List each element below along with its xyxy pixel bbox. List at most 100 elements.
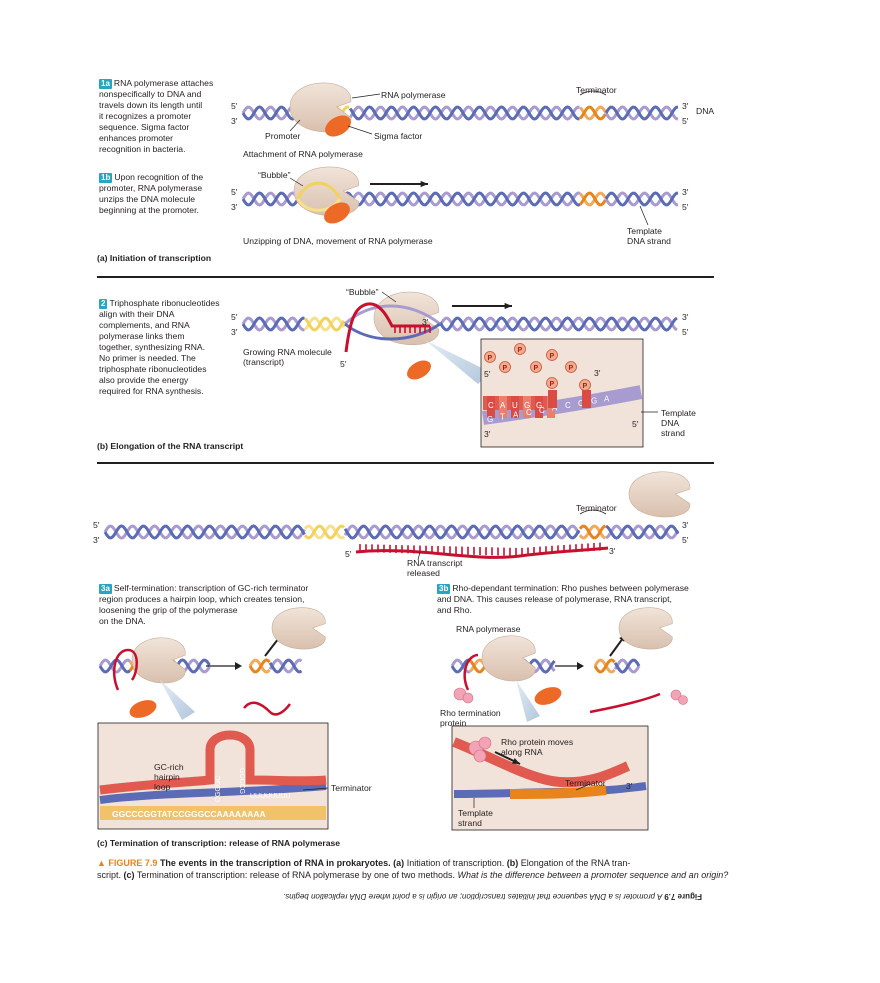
template-line: Template: [661, 408, 696, 418]
strand-back: [268, 658, 303, 674]
helix-1a-5prime: 5′: [231, 101, 238, 111]
rna-base-letter: C: [488, 401, 494, 410]
sigma-factor-label: Sigma factor: [374, 131, 423, 141]
incoming-nucleotide: [548, 390, 557, 408]
step-1b-line: Upon recognition of the: [114, 172, 204, 182]
rho-protein-3b: [462, 692, 474, 704]
figure-marker: ▲ FIGURE 7.9: [97, 858, 158, 868]
strand-front: [593, 658, 616, 674]
step-2-line: triphosphate ribonucleotides: [99, 364, 207, 374]
helix-3-3prime: 3′: [93, 535, 100, 545]
strand-front: [241, 191, 299, 207]
released-polymerase-c: [628, 471, 691, 518]
phosphate-letter: P: [518, 347, 523, 354]
polymerase-3a: [131, 637, 186, 684]
helix-1b-3prime-right: 3′: [682, 187, 689, 197]
helix-2-3prime: 3′: [231, 327, 238, 337]
released-3prime: 3′: [609, 546, 616, 556]
strand-back: [593, 658, 616, 674]
rho-protein-inset: [478, 736, 492, 750]
rho-line: Rho termination: [440, 708, 501, 718]
inset-5prime-bottom: 5′: [632, 419, 639, 429]
figure-part-text: script.: [97, 870, 122, 880]
hairpin-rna-3a: [112, 648, 138, 691]
helix-3a-after: [248, 658, 303, 674]
process-arrow-3b-head: [577, 662, 584, 670]
helix-2-5prime: 5′: [231, 312, 238, 322]
template-line: strand: [661, 428, 685, 438]
rna-transcript-released-label: RNA transcript released: [407, 558, 462, 578]
bubble-strand-top: [296, 181, 342, 200]
hairpin-dna-strand: [100, 806, 326, 820]
released-polymerase-3b: [618, 607, 673, 650]
diagram-shapes: 5′3′3′5′5′3′3′5′5′3′3′5′3′5′CAUGGUGTACCA…: [93, 82, 691, 831]
template-strand-label: Template strand: [458, 808, 493, 828]
helix-1a-3prime-right: 3′: [682, 101, 689, 111]
terminator-bracket-1a: [579, 90, 607, 96]
template-dna-strand-label-2: Template DNA strand: [661, 408, 696, 438]
dna-base-letter: A: [513, 410, 519, 419]
phosphate-letter: P: [534, 365, 539, 372]
rho-3prime: 3′: [626, 781, 633, 791]
strand-front: [338, 191, 581, 207]
figure-answer-text: A promoter is a DNA sequence that initia…: [283, 892, 663, 901]
step-2-line: Triphosphate ribonucleotides: [109, 298, 220, 308]
inset-5prime-top: 5′: [484, 369, 491, 379]
phosphate-letter: P: [550, 381, 555, 388]
template-dna-strand-label-1: Template DNA strand: [627, 226, 671, 246]
hairpin-line: hairpin: [154, 772, 180, 782]
leader-bubble-2: [381, 291, 397, 303]
released-rna-backbone: [355, 546, 609, 559]
released-line: released: [407, 568, 440, 578]
step-1a-line: sequence. Sigma factor: [99, 122, 190, 132]
strand-front: [173, 658, 211, 674]
step-2-line: also provide the energy: [99, 375, 189, 385]
rna-nucleotide: [499, 396, 507, 418]
figure-part-label: (b): [506, 858, 519, 868]
rna-base-letter: G: [524, 401, 530, 410]
hairpin-sequence: GGCCCGGTATCCGGGCCAAAAAAAA: [112, 809, 266, 819]
step-2-line: together, synthesizing RNA.: [99, 342, 206, 352]
helix-3-5prime-right: 5′: [682, 535, 689, 545]
figure-answer: Figure 7.9 A promoter is a DNA sequence …: [283, 892, 702, 901]
released-line: RNA transcript: [407, 558, 463, 568]
step-3b-line: Rho-dependant termination: Rho pushes be…: [452, 583, 689, 593]
phosphate-group: [484, 351, 496, 363]
leader-released: [417, 551, 421, 561]
stem-left: CGGGC: [215, 776, 222, 802]
growing-rna: [344, 302, 430, 353]
figure-part-label: (c): [123, 870, 135, 880]
strand-back: [248, 658, 271, 674]
step-2-line: polymerase links them: [99, 331, 185, 341]
hairpin-line: loop: [154, 782, 171, 792]
strand-front: [103, 524, 306, 540]
phosphate-group: [530, 361, 542, 373]
caption-c: (c) Termination of transcription: releas…: [97, 838, 341, 848]
strand-front: [578, 524, 606, 540]
figure-caption: ▲ FIGURE 7.9 The events in the transcrip…: [97, 857, 737, 881]
strand-front: [241, 105, 304, 121]
step-2-line: required for RNA synthesis.: [99, 386, 204, 396]
dna-base-letter: G: [487, 415, 493, 424]
rna-tail: UUUUUUUU: [250, 793, 290, 800]
hairpin-line: GC-rich: [154, 762, 184, 772]
dna-helices: [98, 105, 680, 674]
figure-part-text: Initiation of transcription.: [406, 858, 505, 868]
step-3a-line: on the DNA.: [99, 616, 146, 626]
bubble-label-2: “Bubble”: [346, 287, 379, 297]
step-2-line: align with their DNA: [99, 309, 175, 319]
terminator-label-3b: Terminator: [565, 778, 606, 788]
step-2-line: No primer is needed. The: [99, 353, 196, 363]
phosphate-letter: P: [583, 383, 588, 390]
strand-front: [303, 524, 345, 540]
hairpin-rna: [99, 730, 327, 795]
strand-back: [241, 191, 299, 207]
sigma-3b: [534, 687, 562, 705]
leader-terminator-3a: [302, 787, 329, 791]
helix-1b: [241, 191, 679, 207]
strand-front: [613, 658, 641, 674]
step-1a-line: nonspecifically to DNA and: [99, 89, 202, 99]
rna-3prime-2: 3′: [422, 317, 429, 327]
